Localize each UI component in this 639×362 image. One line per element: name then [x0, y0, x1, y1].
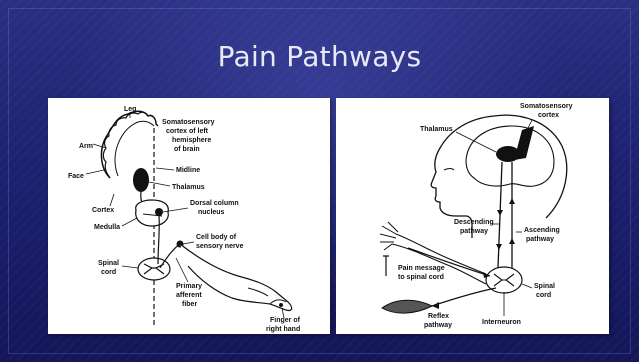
cortex-inner	[115, 121, 154, 176]
label-cell-body-2: sensory nerve	[196, 243, 244, 250]
right-pain-pathway-diagram: Somatosensory cortex Thalamus Descending…	[336, 98, 609, 334]
label-dorsal-1: Dorsal column	[190, 200, 239, 207]
descending-arrow-2	[496, 244, 502, 250]
label-somatosensory-4: of brain	[174, 146, 200, 153]
label-spinal-2: cord	[101, 269, 116, 276]
pin-stimulus	[383, 256, 389, 276]
leader-cell-body	[183, 242, 194, 244]
eye-detail	[444, 169, 454, 171]
slide-title: Pain Pathways	[0, 40, 639, 73]
label-finger-2: right hand	[266, 326, 300, 333]
leader-thalamus	[456, 132, 496, 152]
label-spinal-2: cord	[536, 292, 551, 299]
leader-midline	[156, 168, 174, 170]
reflex-pathway-fiber	[432, 288, 496, 306]
descending-arrow-1	[497, 210, 503, 216]
dorsal-column-nucleus	[155, 208, 163, 216]
label-pain-msg-1: Pain message	[398, 265, 445, 272]
head-profile	[431, 115, 567, 238]
label-somatosensory-2: cortex	[538, 112, 559, 119]
label-descending-2: pathway	[460, 228, 488, 235]
muscle-shape	[382, 300, 432, 313]
label-ascending-1: Ascending	[524, 227, 560, 234]
label-cell-body-1: Cell body of	[196, 234, 237, 241]
label-face: Face	[68, 173, 84, 180]
medulla-shape	[136, 200, 169, 226]
label-arm: Arm	[79, 143, 93, 150]
label-somatosensory-1: Somatosensory	[520, 103, 573, 110]
label-pain-msg-2: to spinal cord	[398, 274, 444, 281]
leader-thalamus	[149, 182, 170, 186]
right-diagram-panel: Somatosensory cortex Thalamus Descending…	[336, 98, 609, 334]
thalamus-shape	[496, 146, 520, 162]
label-somatosensory-2: cortex of left	[166, 128, 209, 135]
label-descending-1: Descending	[454, 219, 494, 226]
label-spinal-1: Spinal	[534, 283, 555, 290]
fingers	[380, 222, 398, 250]
leader-spinal	[122, 266, 138, 268]
label-thalamus: Thalamus	[172, 184, 205, 191]
label-primary-1: Primary	[176, 283, 202, 290]
left-diagram-panel: Leg Somatosensory cortex of left hemisph…	[48, 98, 330, 334]
left-pain-pathway-diagram: Leg Somatosensory cortex of left hemisph…	[48, 98, 330, 334]
cortex-outline	[101, 111, 158, 178]
label-medulla: Medulla	[94, 224, 120, 231]
label-midline: Midline	[176, 167, 200, 174]
label-thalamus: Thalamus	[420, 126, 453, 133]
label-somatosensory-3: hemisphere	[172, 137, 211, 144]
leader-primary	[176, 258, 188, 282]
label-interneuron: Interneuron	[482, 319, 521, 326]
leader-face	[86, 170, 104, 174]
ascending-arrow-1	[509, 198, 515, 204]
leader-medulla	[122, 218, 137, 226]
label-leg: Leg	[124, 106, 136, 113]
label-finger-1: Finger of	[270, 317, 301, 324]
thalamus-shape	[133, 168, 149, 192]
label-reflex-1: Reflex	[428, 313, 449, 320]
label-dorsal-2: nucleus	[198, 209, 225, 216]
label-primary-2: afferent	[176, 292, 202, 299]
label-spinal-1: Spinal	[98, 260, 119, 267]
ascending-arrow-2	[509, 238, 515, 244]
label-reflex-2: pathway	[424, 322, 452, 329]
leader-spinal	[522, 284, 532, 288]
label-cortex: Cortex	[92, 207, 114, 214]
leader-somatosensory	[528, 120, 532, 128]
fingertip-receptor	[279, 303, 283, 307]
label-somatosensory-1: Somatosensory	[162, 119, 215, 126]
reflex-arrow	[432, 302, 439, 309]
label-primary-3: fiber	[182, 301, 197, 308]
leader-cortex	[110, 194, 114, 206]
spinal-cord-shape	[138, 258, 170, 280]
label-ascending-2: pathway	[526, 236, 554, 243]
